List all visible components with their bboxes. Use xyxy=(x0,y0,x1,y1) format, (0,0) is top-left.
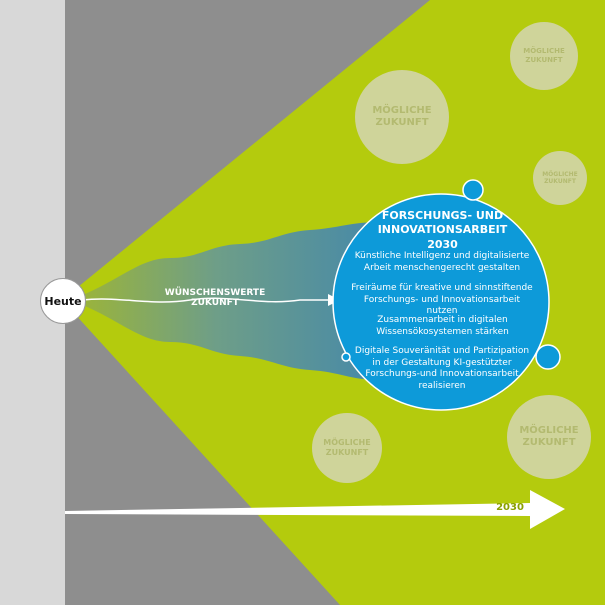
possible-future-circle: MÖGLICHE ZUKUNFT xyxy=(507,395,591,479)
desired-path-arrow xyxy=(81,297,330,303)
timeline-arrow xyxy=(65,490,565,529)
goal-item: Künstliche Intelligenz und digitalisiert… xyxy=(354,251,530,273)
goal-bubble xyxy=(341,352,351,362)
goal-item: Zusammenarbeit in digitalen Wissensökosy… xyxy=(376,315,509,337)
goal-bubble xyxy=(462,179,484,201)
timeline-year-label: 2030 xyxy=(496,502,524,513)
desired-future-label: WÜNSCHENSWERTE ZUKUNFT xyxy=(164,288,266,308)
possible-future-circle: MÖGLICHE ZUKUNFT xyxy=(355,70,449,164)
possible-future-circle: MÖGLICHE ZUKUNFT xyxy=(533,151,587,205)
possible-future-circle: MÖGLICHE ZUKUNFT xyxy=(510,22,578,90)
possible-future-circle: MÖGLICHE ZUKUNFT xyxy=(312,413,382,483)
goal-item: Freiräume für kreative und sinnstiftende… xyxy=(351,283,533,317)
today-node: Heute xyxy=(40,278,86,324)
goal-item: Digitale Souveränität und Partizipation … xyxy=(354,346,530,392)
goal-bubble xyxy=(535,344,561,370)
goal-title: FORSCHUNGS- UND INNOVATIONSARBEIT 2030 xyxy=(377,209,508,251)
goal-circle xyxy=(332,193,550,411)
